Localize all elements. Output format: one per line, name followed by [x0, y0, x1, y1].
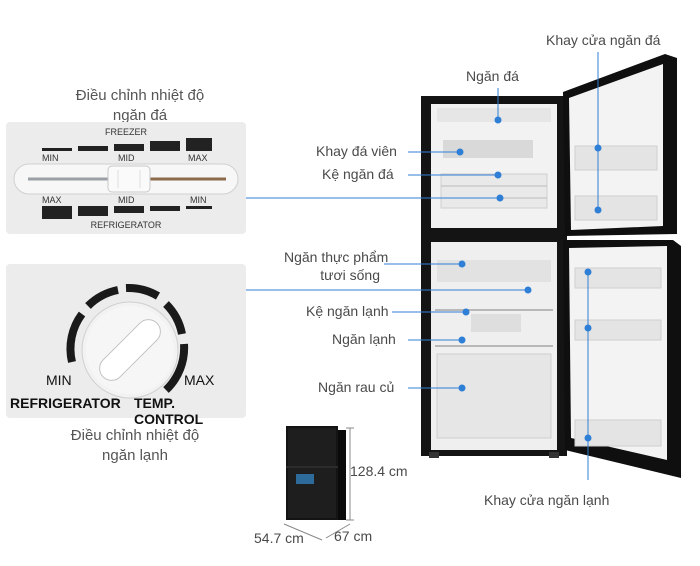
freezer-scale-min: MIN: [42, 153, 59, 163]
fridge-dial-caption-line1: Điều chỉnh nhiệt độ: [70, 427, 200, 444]
dimension-height: 128.4 cm: [350, 463, 408, 479]
dimension-width: 54.7 cm: [254, 530, 304, 546]
label-freezer-shelf: Kệ ngăn đá: [322, 166, 394, 182]
freezer-slider-graphic: [13, 138, 239, 219]
label-fresh-food-line2: tươi sống: [320, 267, 380, 283]
label-fridge-shelf: Kệ ngăn lạnh: [306, 303, 389, 319]
freezer-scale-max: MAX: [188, 153, 208, 163]
fridge-main-graphic: [421, 54, 681, 478]
label-freezer-door-tray: Khay cửa ngăn đá: [546, 32, 661, 48]
fridge-dial-max: MAX: [184, 372, 215, 388]
label-freezer: Ngăn đá: [466, 68, 519, 84]
refrigerator-scale-min: MIN: [190, 195, 207, 205]
fridge-dial-temp-control: TEMP. CONTROL: [134, 395, 204, 427]
fridge-dial-caption-line2: ngăn lạnh: [102, 447, 168, 464]
refrigerator-scale-max: MAX: [42, 195, 62, 205]
freezer-dial-caption: Điều chỉnh nhiệt độ ngăn đá: [50, 86, 230, 126]
fridge-dial-refrigerator: REFRIGERATOR: [10, 395, 121, 411]
fridge-dial-panel: MIN MAX REFRIGERATOR TEMP. CONTROL: [6, 264, 246, 427]
fridge-dimension-graphic: [283, 426, 354, 541]
refrigerator-label: REFRIGERATOR: [90, 220, 162, 230]
refrigerator-scale-mid: MID: [118, 195, 135, 205]
freezer-dial-panel: FREEZER MIN MID MAX MAX MID MIN REFRIGER…: [6, 122, 246, 234]
freezer-label: FREEZER: [104, 127, 147, 137]
label-fridge: Ngăn lạnh: [332, 331, 396, 347]
fridge-dial-caption: Điều chỉnh nhiệt độ ngăn lạnh: [40, 426, 230, 466]
label-vegetable: Ngăn rau củ: [318, 379, 395, 395]
freezer-scale-mid: MID: [118, 153, 135, 163]
freezer-dial-caption-line1: Điều chỉnh nhiệt độ: [75, 87, 205, 104]
dimension-depth: 67 cm: [334, 528, 373, 544]
label-fresh-food-line1: Ngăn thực phẩm: [284, 249, 389, 265]
label-fresh-food: Ngăn thực phẩm tươi sống: [284, 248, 389, 284]
label-fridge-door-tray: Khay cửa ngăn lạnh: [484, 492, 610, 508]
freezer-dial-caption-line2: ngăn đá: [112, 107, 168, 124]
fridge-dial-graphic: [66, 283, 189, 399]
label-ice-tray: Khay đá viên: [316, 143, 397, 159]
fridge-dial-min: MIN: [46, 372, 72, 388]
